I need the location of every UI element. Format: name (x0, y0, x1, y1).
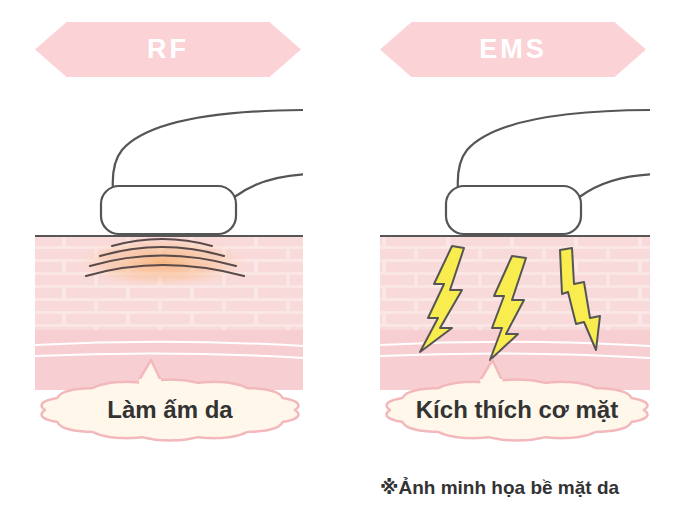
title-banner: RF (35, 22, 301, 77)
speech-cloud: Làm ấm da (39, 376, 301, 444)
footnote: ※Ảnh minh họa bề mặt da (380, 476, 619, 499)
title-banner: EMS (380, 22, 646, 77)
banner-label: RF (147, 34, 189, 65)
cloud-label: Kích thích cơ mặt (416, 396, 618, 424)
banner-label: EMS (479, 34, 547, 65)
lightning-bolts (420, 246, 600, 360)
rf-skin (35, 110, 303, 390)
cloud-label: Làm ấm da (107, 396, 232, 424)
speech-cloud: Kích thích cơ mặt (384, 376, 650, 444)
ems-skin (380, 110, 650, 390)
